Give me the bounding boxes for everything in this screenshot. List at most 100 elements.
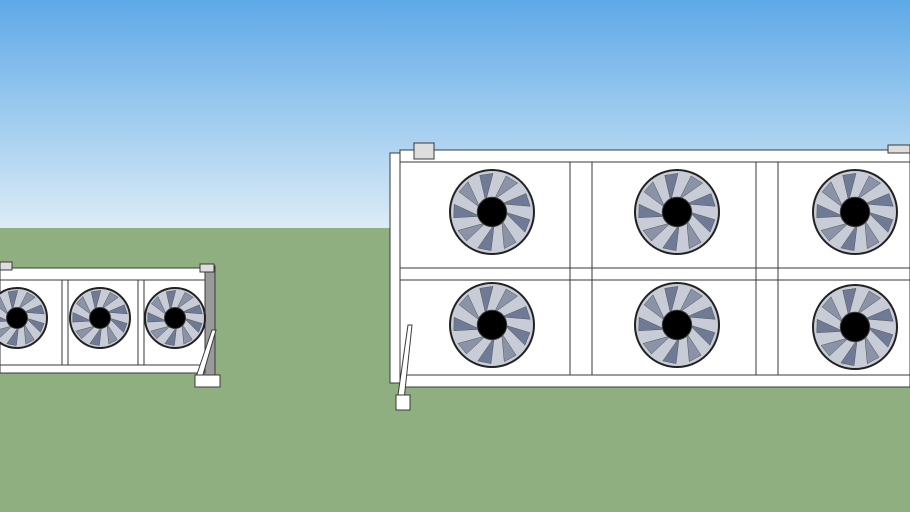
fan-blade [867,211,894,233]
fan-icon [0,287,48,349]
fan-blade [23,323,35,345]
fan-blade [150,325,171,340]
fan-blade [106,323,118,345]
fan-blade [638,316,666,332]
fan-blade [0,325,13,338]
fan-blade [856,175,882,200]
fan-blade [501,193,531,207]
fan-blade [642,222,671,242]
left-condenser-unit [0,261,221,388]
fan-hub [661,309,693,341]
fan-blade [504,211,531,233]
fan-blade [642,335,671,355]
fan-blade [864,219,880,250]
fan-blade [76,295,92,316]
fan-blade [864,308,894,322]
fan-blade [501,219,517,250]
fan-blade [664,173,679,202]
fan-blade [477,224,495,251]
fan-hub [89,307,111,329]
fan-blade [106,304,128,315]
fan-blade [664,286,679,315]
fan-blade [638,203,666,219]
fan-blade [842,288,857,317]
fan-blade [0,296,9,316]
fan-blade [816,203,844,219]
fan-blade [151,295,167,316]
fan-blade [453,316,481,332]
fan-blade [867,326,894,348]
fan-hub [476,196,508,228]
fan-blade [864,334,880,365]
fan-blade [181,323,193,345]
fan-icon [69,287,131,349]
fan-blade [18,291,36,310]
fan-blade [479,173,494,202]
fan-blade [453,203,481,219]
fan-icon [812,169,898,255]
fan-blade [493,175,519,200]
fan-blade [165,290,177,311]
fan-blade [7,290,19,311]
fan-blade [479,286,494,315]
fan-blade [686,332,702,363]
fan-icon [812,284,898,370]
right-condenser-unit [389,142,910,411]
fan-blade [816,318,844,334]
fan-blade [458,294,481,321]
fan-blade [864,193,894,207]
fan-icon [449,169,535,255]
fan-blade [643,294,666,321]
fan-blade [75,325,96,340]
fan-blade [678,175,704,200]
fan-icon [449,282,535,368]
fan-blade [457,222,486,242]
fan-blade [458,181,481,208]
fan-icon [634,282,720,368]
fan-blade [25,317,45,333]
fan-blade [176,291,194,310]
fan-blade [477,337,495,364]
fan-blade [72,312,92,323]
fan-blade [662,224,680,251]
fan-blade [504,324,531,346]
fan-blade [840,224,858,251]
fan-blade [689,211,716,233]
fan-blade [501,306,531,320]
fan-blade [101,291,119,310]
fan-icon [634,169,720,255]
fan-blade [842,173,857,202]
fan-blade [820,337,849,357]
fan-blade [840,339,858,366]
fan-blade [821,181,844,208]
fan-hub [476,309,508,341]
fan-blade [108,317,128,333]
fan-blade [821,296,844,323]
fan-blade [501,332,517,363]
fan-blade [643,181,666,208]
fan-blade [23,304,45,315]
fan-blade [856,290,882,315]
fan-blade [686,193,716,207]
fan-blade [820,222,849,242]
fan-blade [686,219,702,250]
fan-hub [661,196,693,228]
fan-blade [6,326,19,346]
fan-blade [89,326,102,346]
fan-hub [839,311,871,343]
fan-blade [689,324,716,346]
fan-blade [493,288,519,313]
fan-hub [164,307,186,329]
fan-blade [686,306,716,320]
fan-blade [181,304,203,315]
fan-blade [90,290,102,311]
fan-icon [144,287,206,349]
fan-blade [678,288,704,313]
fan-blade [147,312,167,323]
fan-blade [662,337,680,364]
fan-blade [457,335,486,355]
fan-hub [839,196,871,228]
fan-hub [6,307,28,329]
fan-blade [164,326,177,346]
